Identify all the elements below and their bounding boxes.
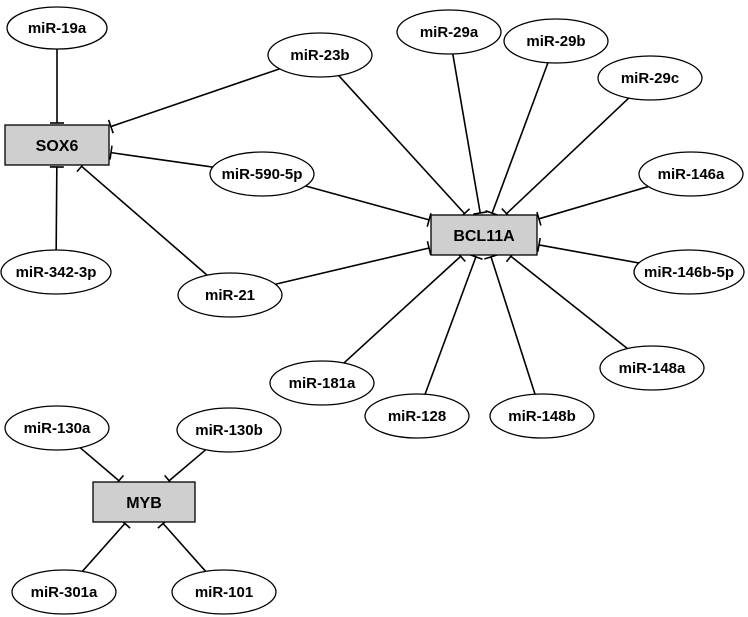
mirna-node-mir-29b[interactable]: miR-29b [503, 18, 609, 64]
gene-box [92, 481, 196, 523]
gene-box [4, 124, 110, 166]
gene-node-myb[interactable]: MYB [92, 481, 196, 523]
mirna-ellipse [6, 6, 108, 50]
edge-mir-29a-to-bcl11a [451, 53, 488, 216]
mirna-node-mir-130b[interactable]: miR-130b [176, 407, 282, 453]
mirna-ellipse [597, 55, 703, 101]
edge-mir-146b-5p-to-bcl11a [536, 237, 640, 264]
edge-mir-29b-to-bcl11a [485, 62, 549, 217]
edge-mir-148a-to-bcl11a [505, 250, 628, 350]
mirna-label: miR-29b [526, 33, 585, 50]
edge-mir-128-to-bcl11a [424, 253, 483, 395]
edge-mir-301a-to-myb [81, 518, 131, 572]
mirna-ellipse [638, 151, 744, 197]
edge-mir-181a-to-bcl11a [343, 250, 466, 364]
mirna-label: miR-130a [24, 420, 91, 437]
gene-node-bcl11a[interactable]: BCL11A [430, 214, 538, 256]
mirna-label: miR-21 [205, 287, 255, 304]
edge-mir-146a-to-bcl11a [536, 185, 649, 226]
mirna-node-mir-148a[interactable]: miR-148a [599, 345, 705, 391]
mirna-node-mir-23b[interactable]: miR-23b [267, 32, 373, 78]
mirna-label: miR-29c [621, 70, 679, 87]
gene-node-sox6[interactable]: SOX6 [4, 124, 110, 166]
edge-mir-23b-to-sox6 [107, 68, 280, 134]
edge-mir-590-5p-to-bcl11a [305, 185, 432, 227]
mirna-node-mir-146b-5p[interactable]: miR-146b-5p [633, 249, 745, 295]
mirna-node-mir-342-3p[interactable]: miR-342-3p [0, 249, 112, 295]
edge-mir-148b-to-bcl11a [484, 254, 536, 395]
inhibition-tbar [107, 119, 114, 134]
edge-mir-21-to-bcl11a [275, 240, 432, 286]
edge-mir-130b-to-myb [164, 449, 207, 487]
inhibition-tbar [426, 212, 432, 227]
mirna-ellipse [503, 18, 609, 64]
mirna-label: miR-146b-5p [644, 264, 734, 281]
mirna-label: miR-590-5p [222, 166, 303, 183]
mirna-label: miR-181a [289, 375, 356, 392]
edge-mir-342-3p-to-sox6 [49, 166, 64, 251]
mirna-ellipse [364, 393, 470, 439]
mirna-ellipse [209, 151, 315, 197]
mirna-node-mir-181a[interactable]: miR-181a [269, 360, 375, 406]
mirna-node-mir-29a[interactable]: miR-29a [396, 9, 502, 55]
mirna-ellipse [177, 272, 283, 318]
mirna-ellipse [599, 345, 705, 391]
mirna-ellipse [267, 32, 373, 78]
mirna-label: miR-19a [28, 20, 87, 37]
mirna-ellipse [171, 569, 277, 615]
edge-mir-101-to-myb [157, 518, 207, 572]
mirna-node-mir-146a[interactable]: miR-146a [638, 151, 744, 197]
inhibition-tbar [473, 211, 488, 216]
inhibition-tbar [109, 145, 113, 160]
mirna-node-mir-130a[interactable]: miR-130a [4, 405, 110, 451]
mirna-ellipse [269, 360, 375, 406]
mirna-node-mir-19a[interactable]: miR-19a [6, 6, 108, 50]
edge-mir-23b-to-bcl11a [338, 74, 471, 219]
edge-mir-29c-to-bcl11a [501, 97, 630, 220]
edge-mir-130a-to-myb [79, 447, 125, 487]
gene-label: BCL11A [453, 228, 515, 245]
mirna-ellipse [0, 249, 112, 295]
mirna-label: miR-130b [195, 422, 263, 439]
gene-label: MYB [126, 495, 162, 512]
mirna-ellipse [489, 393, 595, 439]
edges-layer [49, 49, 649, 572]
inhibition-tbar [536, 211, 542, 226]
inhibition-tbar [536, 237, 541, 252]
mirna-ellipse [11, 569, 117, 615]
edge-mir-19a-to-sox6 [50, 49, 64, 124]
mirna-node-mir-21[interactable]: miR-21 [177, 272, 283, 318]
mirna-label: miR-29a [420, 24, 479, 41]
mirna-ellipse [176, 407, 282, 453]
mirna-ellipse [633, 249, 745, 295]
mirna-label: miR-148a [619, 360, 686, 377]
mirna-label: miR-301a [31, 584, 98, 601]
mirna-node-mir-148b[interactable]: miR-148b [489, 393, 595, 439]
inhibition-tbar [426, 240, 432, 255]
mirna-label: miR-101 [195, 584, 253, 601]
mirna-ellipse [396, 9, 502, 55]
mirna-label: miR-148b [508, 408, 576, 425]
mirna-node-mir-128[interactable]: miR-128 [364, 393, 470, 439]
gene-box [430, 214, 538, 256]
mirna-label: miR-342-3p [16, 264, 97, 281]
mirna-node-mir-301a[interactable]: miR-301a [11, 569, 117, 615]
mirna-ellipse [4, 405, 110, 451]
mirna-label: miR-23b [290, 47, 349, 64]
mirna-label: miR-146a [658, 166, 725, 183]
mirna-node-mir-29c[interactable]: miR-29c [597, 55, 703, 101]
edge-mir-590-5p-to-sox6 [109, 145, 213, 168]
mirna-node-mir-590-5p[interactable]: miR-590-5p [209, 151, 315, 197]
mirna-node-mir-101[interactable]: miR-101 [171, 569, 277, 615]
gene-label: SOX6 [36, 138, 79, 155]
mirna-label: miR-128 [388, 408, 446, 425]
